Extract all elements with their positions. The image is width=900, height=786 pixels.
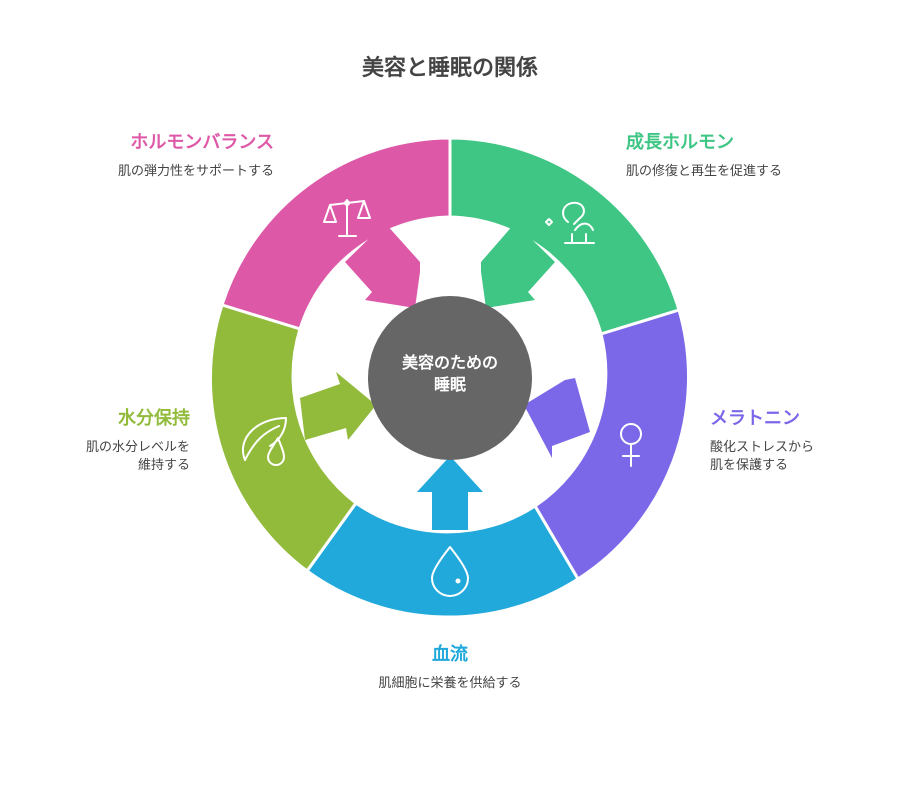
balance-scale-icon — [323, 199, 371, 237]
desc-moisture-line1: 肌の水分レベルを — [85, 440, 190, 455]
center-circle — [368, 296, 532, 460]
droplet-icon — [431, 546, 469, 597]
label-blood-flow: 血流 肌細胞に栄養を供給する — [300, 643, 600, 693]
diagram-title: 美容と睡眠の関係 — [361, 56, 538, 81]
desc-moisture: 肌の水分レベルを 維持する — [10, 439, 190, 475]
desc-melatonin-line2: 肌を保護する — [710, 458, 789, 473]
arrows — [300, 223, 590, 530]
segment-melatonin — [532, 308, 690, 582]
desc-moisture-line2: 維持する — [137, 458, 190, 473]
arrow-growth-hormone — [481, 223, 555, 308]
desc-hormone-balance: 肌の弾力性をサポートする — [14, 163, 274, 181]
ring — [208, 136, 690, 619]
desc-blood-flow: 肌細胞に栄養を供給する — [300, 675, 600, 693]
leaf-drop-icon — [242, 417, 287, 466]
label-moisture: 水分保持 肌の水分レベルを 維持する — [10, 407, 190, 475]
desc-growth-hormone: 肌の修復と再生を促進する — [626, 163, 886, 181]
center-label: 美容のための 睡眠 — [370, 352, 530, 396]
heading-hormone-balance: ホルモンバランス — [130, 132, 274, 153]
desc-hormone-balance-line1: 肌の弾力性をサポートする — [117, 164, 274, 179]
desc-blood-flow-line1: 肌細胞に栄養を供給する — [378, 676, 522, 691]
female-symbol-icon — [620, 423, 642, 467]
desc-melatonin-line1: 酸化ストレスから — [710, 440, 815, 455]
label-melatonin: メラトニン 酸化ストレスから 肌を保護する — [710, 407, 890, 475]
heading-blood-flow: 血流 — [432, 644, 468, 665]
label-growth-hormone: 成長ホルモン 肌の修復と再生を促進する — [626, 131, 886, 181]
heading-moisture: 水分保持 — [118, 408, 190, 429]
arrow-hormone-balance — [345, 223, 420, 308]
segment-moisture — [208, 303, 359, 574]
arrow-blood-flow — [417, 456, 483, 530]
desc-melatonin: 酸化ストレスから 肌を保護する — [710, 439, 890, 475]
center-label-line2: 睡眠 — [433, 375, 466, 394]
center-label-line1: 美容のための — [401, 353, 498, 372]
heading-melatonin: メラトニン — [710, 408, 800, 429]
desc-growth-hormone-line1: 肌の修復と再生を促進する — [626, 164, 783, 179]
arrow-melatonin — [524, 378, 590, 458]
arrow-moisture — [300, 372, 376, 440]
plant-growth-icon — [545, 201, 595, 244]
heading-growth-hormone: 成長ホルモン — [626, 132, 734, 153]
label-hormone-balance: ホルモンバランス 肌の弾力性をサポートする — [14, 131, 274, 181]
